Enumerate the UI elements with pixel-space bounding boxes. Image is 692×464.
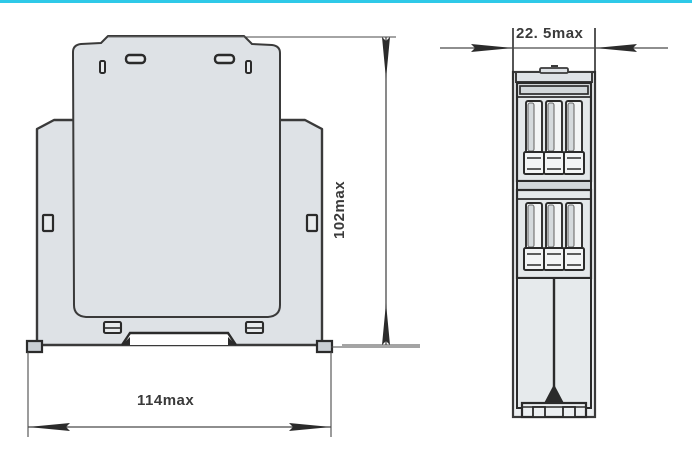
din-rail-foot-left: [25, 339, 44, 354]
side-latch-tab-right: [305, 213, 319, 233]
upper-terminal-2: [543, 100, 565, 175]
dimension-label-height: 102max: [331, 180, 348, 240]
top-pin-slot-left: [99, 60, 106, 74]
top-ventilation-slot-left: [124, 53, 147, 65]
dim-arrow-height-top: [382, 37, 390, 79]
bottom-slot-right: [244, 320, 265, 335]
dim-arrow-depth-right: [595, 44, 637, 52]
dim-arrow-width-right: [289, 423, 331, 431]
side-latch-tab-left: [41, 213, 55, 233]
lower-terminal-2: [543, 202, 565, 271]
lower-terminal-1: [523, 202, 545, 271]
upper-cover-panel: [72, 35, 281, 318]
bottom-slot-left: [102, 320, 123, 335]
bottom-center-recess: [121, 331, 237, 346]
din-rail-foot-right: [315, 339, 334, 354]
bottom-recess-inner-left: [122, 337, 130, 345]
upper-terminal-block: [515, 81, 593, 183]
bottom-recess-inner-right: [228, 337, 236, 345]
dimension-width: [28, 423, 331, 431]
terminal-block-separator: [516, 180, 592, 191]
dim-arrow-height-bottom: [382, 303, 390, 345]
lower-terminal-3: [563, 202, 585, 271]
dim-arrow-width-left: [28, 423, 70, 431]
top-cap-notch: [539, 67, 569, 74]
top-ventilation-slot-right: [213, 53, 236, 65]
top-pin-slot-right: [245, 60, 252, 74]
dimension-depth: [440, 44, 668, 52]
top-accent-rule: [0, 0, 692, 3]
upper-terminal-3: [563, 100, 585, 175]
upper-terminal-1: [523, 100, 545, 175]
dimension-label-depth: 22. 5max: [516, 25, 584, 42]
front-view: [25, 35, 420, 437]
dimension-height: [342, 37, 420, 346]
din-rail-clip: [520, 385, 588, 419]
dimension-label-width: 114max: [137, 392, 195, 409]
side-view: [511, 28, 597, 419]
lower-terminal-block: [515, 188, 593, 280]
dim-arrow-depth-left: [471, 44, 513, 52]
